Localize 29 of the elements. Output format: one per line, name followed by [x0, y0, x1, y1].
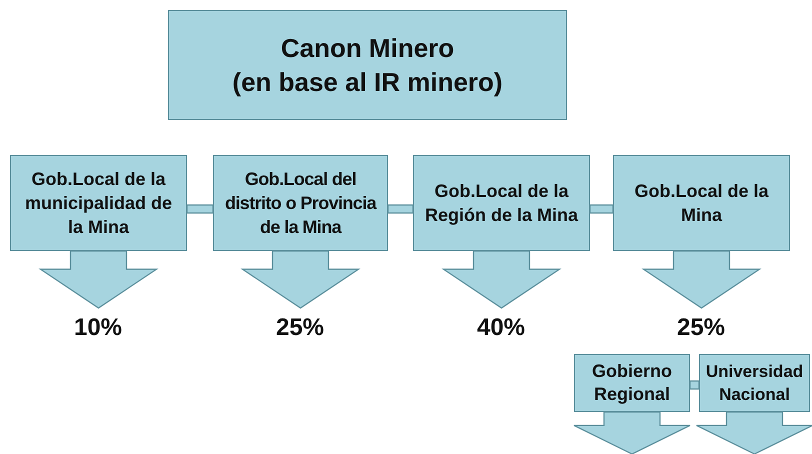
- box-label: Universidad Nacional: [704, 361, 804, 406]
- percentage-text: 25%: [676, 313, 726, 343]
- connector-bar: [387, 204, 414, 214]
- block-arrow: [442, 250, 562, 309]
- box-label: Gob.Local de la municipalidad de la Mina: [24, 168, 174, 239]
- connector-bar: [589, 204, 614, 214]
- block-arrow: [696, 411, 812, 454]
- box-label: Gob.Local del distrito o Provincia de la Mina: [224, 168, 378, 239]
- process-box: [613, 155, 790, 251]
- title-text: Canon Minero: [280, 32, 456, 65]
- percentage-text: 25%: [274, 313, 326, 343]
- block-arrow: [642, 250, 762, 309]
- box-label: Gob.Local de la Mina: [633, 180, 770, 227]
- subtitle-text: (en base al IR minero): [231, 66, 504, 99]
- block-arrow: [573, 411, 691, 454]
- process-box: [699, 354, 810, 412]
- box-label: Gobierno Regional: [591, 360, 673, 406]
- process-box: [10, 155, 187, 251]
- connector-bar: [689, 380, 700, 390]
- process-box: [413, 155, 590, 251]
- block-arrow: [38, 250, 158, 309]
- percentage-text: 10%: [72, 313, 124, 343]
- process-box: [168, 10, 567, 120]
- block-arrow: [240, 250, 360, 309]
- process-box: [574, 354, 690, 412]
- percentage-text: 40%: [476, 313, 526, 343]
- box-label: Gob.Local de la Región de la Mina: [424, 180, 580, 227]
- process-box: [213, 155, 388, 251]
- connector-bar: [186, 204, 214, 214]
